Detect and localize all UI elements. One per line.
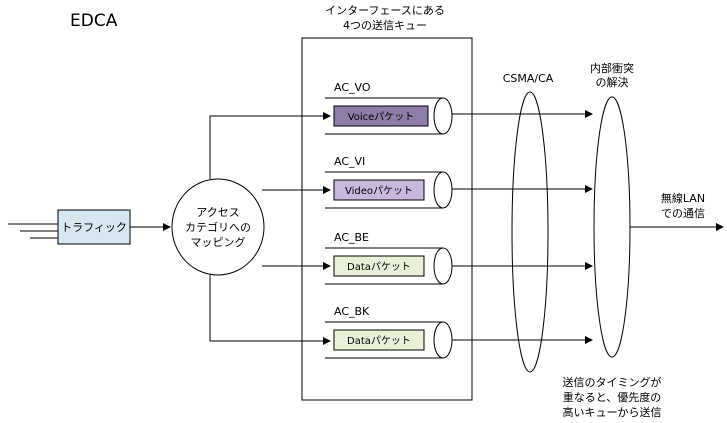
queue-ac-vi: AC_VI Videoパケット [325, 155, 453, 209]
packet [333, 179, 425, 201]
note-line-2: 重なると、優先度の [563, 390, 662, 404]
mapping-label-line-2: カテゴリへの [185, 220, 251, 234]
traffic-label: トラフィック [61, 221, 127, 234]
packet-label: Dataパケット [347, 261, 411, 273]
queue-container [301, 37, 473, 401]
queue-ac-bk: AC_BK Dataパケット [325, 305, 453, 359]
internal-collision-label-line-1: 内部衝突 [590, 61, 634, 75]
mapping-to-ac-vo-arrow [209, 112, 331, 179]
csma-ca-label: CSMA/CA [503, 72, 554, 85]
queue-ac-vo: AC_VO Voiceパケット [325, 81, 453, 135]
packet [333, 255, 425, 277]
note-line-1: 送信のタイミングが [563, 375, 662, 389]
queue-tube-end [433, 321, 453, 359]
queue-name: AC_VI [334, 155, 365, 168]
diagram-title: EDCA [70, 11, 118, 31]
packet [333, 329, 425, 351]
queue-name: AC_BE [334, 231, 369, 244]
internal-collision-label-line-2: の解決 [596, 75, 629, 89]
queue-ac-be: AC_BE Dataパケット [325, 231, 453, 285]
queue-tube-end [433, 97, 453, 135]
packet-label: Voiceパケット [348, 111, 415, 123]
queue-tube-end [433, 247, 453, 285]
mapping-ellipse [171, 178, 265, 276]
mapping-label-line-3: マッピング [191, 235, 246, 249]
queue-name: AC_BK [334, 305, 370, 318]
packet [333, 105, 429, 127]
packet-label: Dataパケット [347, 335, 411, 347]
note-line-3: 高いキューから送信 [563, 405, 662, 419]
queues-caption-line-2: 4つの送信キュー [343, 18, 427, 32]
packet-label: Videoパケット [345, 185, 413, 197]
queues-caption-line-1: インターフェースにある [325, 4, 445, 17]
internal-collision-ellipse [593, 96, 631, 358]
csma-ca-ellipse [511, 91, 549, 373]
traffic-box [57, 209, 131, 245]
queue-name: AC_VO [334, 81, 371, 94]
mapping-label-line-1: アクセス [196, 206, 239, 219]
output-label-line-2: での通信 [661, 207, 705, 220]
output-label-line-1: 無線LAN [661, 191, 705, 205]
queue-tube-end [433, 171, 453, 209]
mapping-to-ac-bk-arrow [209, 275, 331, 345]
